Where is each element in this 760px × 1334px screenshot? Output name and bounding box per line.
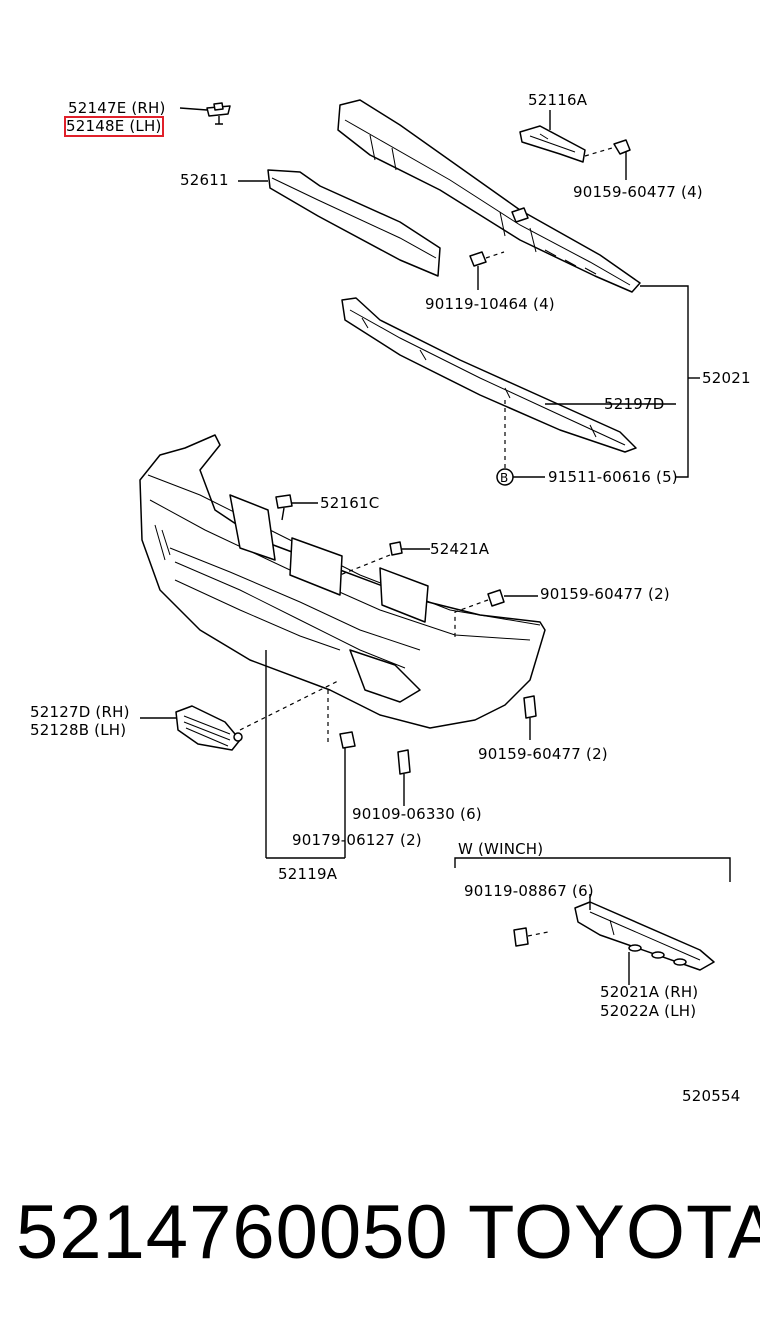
- label-90159-60477-2a: 90159-60477 (2): [540, 585, 670, 603]
- b-marker: B: [500, 471, 509, 485]
- label-91511-60616: 91511-60616 (5): [548, 468, 678, 486]
- label-52421a: 52421A: [430, 540, 490, 558]
- label-52147e: 52147E (RH): [68, 99, 166, 117]
- footer-brand: TOYOTA: [468, 1190, 760, 1275]
- label-52197d: 52197D: [604, 395, 665, 413]
- label-90159-60477-4: 90159-60477 (4): [573, 183, 703, 201]
- bracket-52116a-drawing: [519, 110, 631, 180]
- clip-52161c-drawing: [275, 494, 318, 521]
- label-52128b: 52128B (LH): [30, 721, 127, 739]
- label-winch: W (WINCH): [458, 840, 544, 858]
- label-90119-10464: 90119-10464 (4): [425, 295, 555, 313]
- clip-52421a-drawing: [339, 541, 430, 576]
- label-52021: 52021: [702, 369, 751, 387]
- label-52161c: 52161C: [320, 494, 380, 512]
- label-52116a: 52116A: [528, 91, 588, 109]
- bracket-52021-callout: [496, 285, 700, 486]
- clip-52147e-drawing: [179, 102, 231, 125]
- label-90109-06330: 90109-06330 (6): [352, 805, 482, 823]
- label-90179-06127: 90179-06127 (2): [292, 831, 422, 849]
- figure-number: 520554: [682, 1087, 741, 1105]
- label-52148e-highlighted: 52148E (LH): [64, 116, 164, 137]
- bolt-90159-drawing: [454, 589, 538, 740]
- fasteners-lower-drawing: [327, 690, 411, 806]
- retainer-52611-drawing: [238, 169, 505, 290]
- label-52022a: 52022A (LH): [600, 1002, 697, 1020]
- footer-part-number: 5214760050: [16, 1190, 449, 1275]
- grille-52127d-drawing: [140, 679, 341, 751]
- label-52021a: 52021A (RH): [600, 983, 699, 1001]
- label-52611: 52611: [180, 171, 229, 189]
- winch-bracket-drawing: [454, 857, 731, 985]
- absorber-52197d-drawing: [341, 297, 637, 470]
- reinforcement-52021-drawing: [337, 99, 641, 293]
- label-90119-08867: 90119-08867 (6): [464, 882, 594, 900]
- label-52127d: 52127D (RH): [30, 703, 130, 721]
- label-52119a: 52119A: [278, 865, 338, 883]
- label-90159-60477-2b: 90159-60477 (2): [478, 745, 608, 763]
- bumper-cover-52119a-drawing: [139, 434, 546, 859]
